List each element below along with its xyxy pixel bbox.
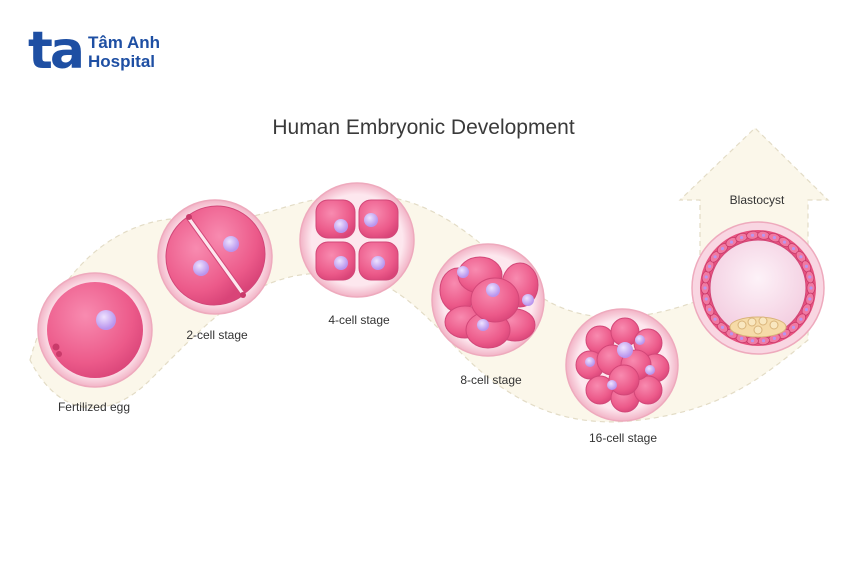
logo-text: Tâm Anh Hospital — [88, 33, 160, 71]
title-part-2: Embryonic Development — [345, 116, 575, 139]
trophoblast-nucleus — [720, 325, 725, 329]
trophoblast-nucleus — [799, 317, 803, 321]
trophoblast-nucleus — [761, 339, 766, 343]
title-part-1: Human — [272, 116, 341, 139]
trophoblast-nucleus — [703, 286, 707, 290]
trophoblast-nucleus — [804, 308, 809, 312]
diagram-title: Human Embryonic Development — [0, 116, 847, 140]
trophoblast-nucleus — [720, 247, 725, 251]
two-cell-embryo — [157, 199, 273, 315]
trophoblast-nucleus — [808, 297, 812, 301]
eight-cell-embryo — [431, 243, 545, 357]
hospital-logo: ta Tâm Anh Hospital — [28, 21, 160, 81]
label-4-cell: 4-cell stage — [328, 313, 390, 327]
trophoblast-nucleus — [782, 332, 787, 336]
trophoblast-nucleus — [761, 233, 766, 237]
trophoblast-nucleus — [799, 255, 803, 259]
four-cell-embryo — [299, 182, 415, 298]
logo-line-2: Hospital — [87, 52, 156, 71]
trophoblast-nucleus — [782, 240, 787, 244]
trophoblast-nucleus — [750, 339, 755, 343]
trophoblast-nucleus — [708, 308, 712, 312]
trophoblast-nucleus — [791, 247, 796, 251]
trophoblast-nucleus — [791, 325, 796, 329]
label-blastocyst: Blastocyst — [729, 193, 785, 207]
label-2-cell: 2-cell stage — [186, 328, 248, 342]
trophoblast-nucleus — [704, 275, 708, 279]
trophoblast-nucleus — [804, 264, 809, 268]
trophoblast-nucleus — [740, 336, 744, 340]
fertilized-egg — [37, 272, 153, 388]
logo-mark: ta — [28, 21, 85, 81]
inner-cell-mass — [729, 316, 787, 338]
logo-line-1: Tâm Anh — [87, 33, 161, 52]
trophoblast-nucleus — [713, 255, 717, 259]
sixteen-cell-embryo — [565, 308, 679, 422]
label-8-cell: 8-cell stage — [460, 373, 522, 387]
trophoblast-nucleus — [708, 264, 712, 268]
trophoblast-nucleus — [750, 233, 755, 237]
trophoblast-nucleus — [729, 240, 734, 244]
label-16-cell: 16-cell stage — [588, 431, 658, 445]
trophoblast-nucleus — [772, 336, 777, 340]
trophoblast-nucleus — [772, 236, 777, 240]
blastocyst — [691, 221, 825, 355]
trophoblast-nucleus — [809, 286, 813, 290]
trophoblast-nucleus — [704, 297, 708, 301]
trophoblast-nucleus — [729, 332, 734, 336]
trophoblast-nucleus — [713, 317, 717, 321]
trophoblast-nucleus — [740, 236, 744, 240]
trophoblast-nucleus — [808, 275, 812, 279]
label-fertilized-egg: Fertilized egg — [57, 400, 131, 414]
